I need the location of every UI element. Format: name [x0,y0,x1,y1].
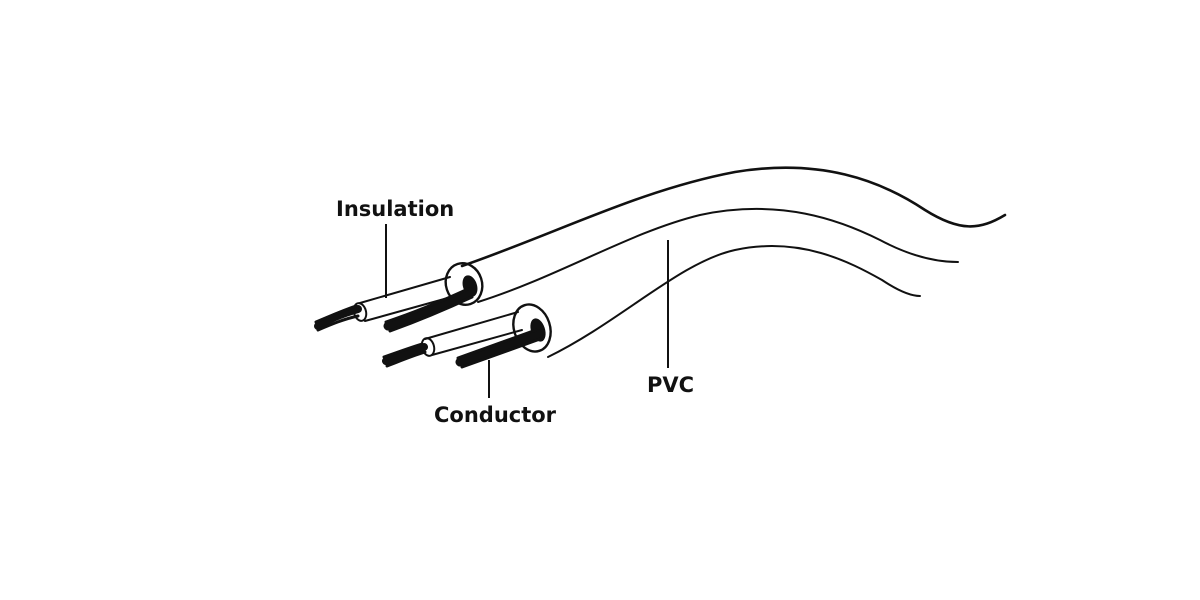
pvc-label: PVC [647,373,694,397]
conductor-label: Conductor [434,403,557,427]
upper-conductor-strand [383,287,475,331]
upper-left-strands [314,305,362,330]
lower-conductor-strand [455,329,543,367]
lower-insulated-wire [424,311,523,356]
upper-sheath-opening [444,262,484,306]
pvc-sheath [460,166,1007,358]
sheath-top-edge [460,166,1007,268]
lower-sheath-opening [512,303,552,353]
lower-core [382,303,552,369]
upper-core [314,262,484,333]
lower-left-strands [382,343,428,365]
sheath-middle-edge [477,208,959,303]
insulation-label: Insulation [336,197,454,221]
sheath-bottom-edge [547,245,921,358]
